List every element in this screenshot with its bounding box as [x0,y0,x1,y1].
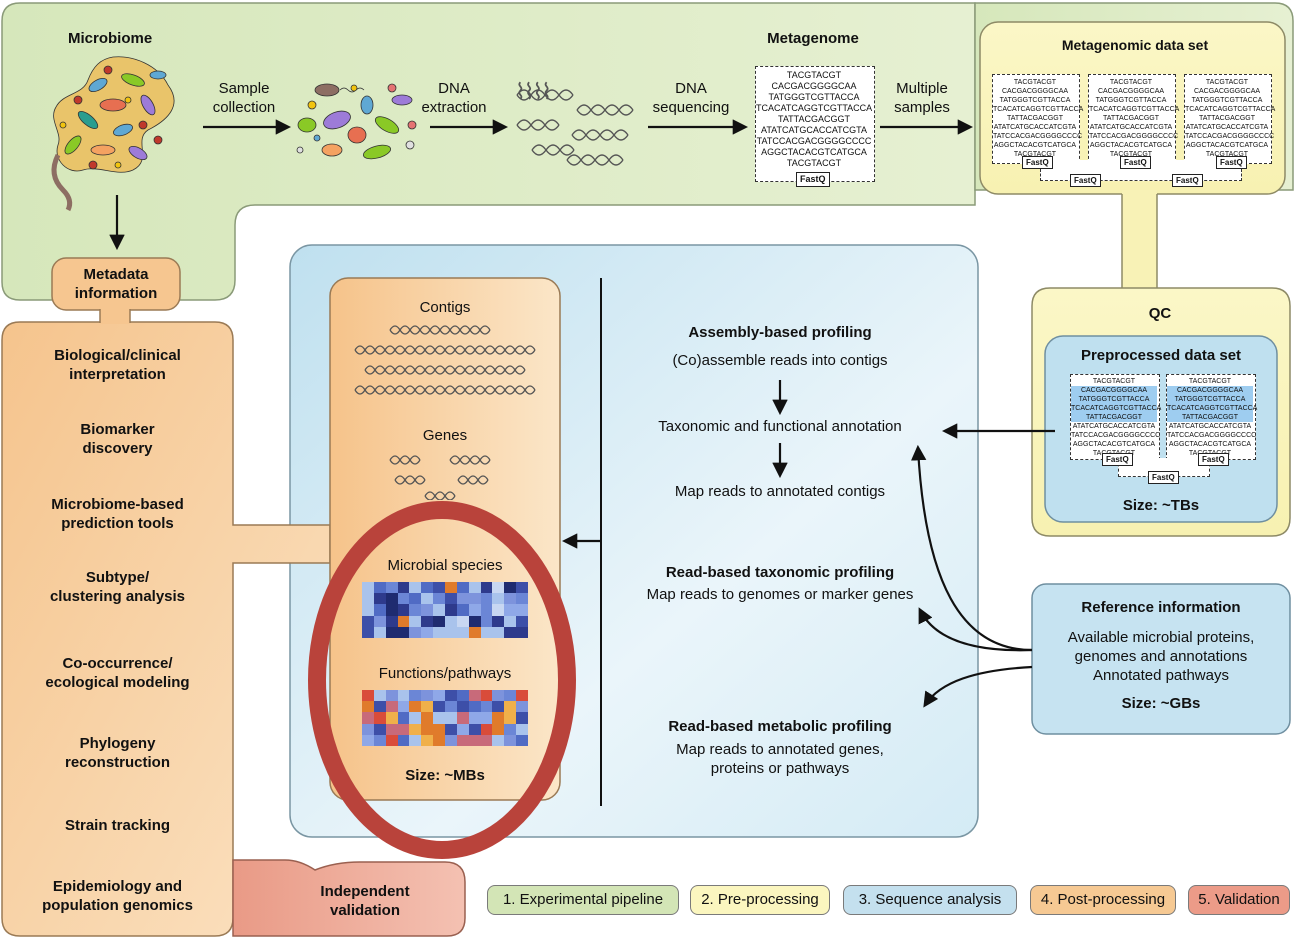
sample-fastq-tag-5: FastQ [1172,174,1203,187]
sample-reads-box-3 [1184,74,1272,164]
reference-information-region [1031,583,1291,735]
taxonomic-title: Read-based taxonomic profiling [665,564,895,581]
species-heatmap [362,582,528,638]
legend-validation: 5. Validation [1188,885,1290,915]
pp-item-subtype: Subtype/clustering analysis [49,569,186,605]
results-size-label: Size: ~MBs [405,767,485,784]
pre-fastq-tag-1: FastQ [1102,453,1133,466]
qc-label: QC [1148,305,1172,322]
reference-line-1: Available microbial proteins, [1067,629,1255,646]
sample-reads-box-1 [992,74,1080,164]
metagenome-reads: TACGTACGT CACGACGGGGCAA TATGGGTCGTTACCA … [756,70,873,168]
postprocessing-region [1,321,331,937]
sample-reads-3: TACGTACGT CACGACGGGGCAA TATGGGTCGTTACCA … [1185,79,1276,158]
assembly-step-2: Taxonomic and functional annotation [658,418,902,435]
highlight-circle [308,501,576,859]
contigs-label: Contigs [419,299,471,316]
sample-fastq-tag-4: FastQ [1070,174,1101,187]
sample-fastq-tag-1: FastQ [1022,156,1053,169]
pre-fastq-tag-3: FastQ [1148,471,1179,484]
dna-helix-group [516,89,634,166]
metagenome-reads-box [755,66,875,182]
assembly-step-3: Map reads to annotated contigs [674,483,886,500]
experimental-pipeline-region [1,2,976,301]
pathways-heatmap [362,690,528,746]
metabolic-title: Read-based metabolic profiling [668,718,892,735]
metagenomic-data-set-label: Metagenomic data set [1061,37,1209,53]
validation-region [232,859,466,937]
metabolic-desc: Map reads to annotated genes,proteins or… [676,741,884,777]
reference-line-3: Annotated pathways [1093,667,1229,684]
pp-item-strain: Strain tracking [64,817,171,834]
bacteria-illustration [296,83,417,160]
pre-fastq-tag-2: FastQ [1198,453,1229,466]
qc-size-label: Size: ~TBs [1122,497,1200,514]
reference-size-label: Size: ~GBs [1121,695,1201,712]
legend-preprocessing: 2. Pre-processing [690,885,830,915]
taxonomic-desc: Map reads to genomes or marker genes [646,586,914,603]
genes-label: Genes [422,427,468,444]
sample-fastq-tag-2: FastQ [1120,156,1151,169]
metagenome-label: Metagenome [767,30,859,47]
legend-experimental: 1. Experimental pipeline [487,885,679,915]
assembly-step-1: (Co)assemble reads into contigs [672,352,888,369]
microbiome-label: Microbiome [68,30,153,47]
pp-item-cooccurrence: Co-occurrence/ecological modeling [45,655,190,691]
legend-postprocessing: 4. Post-processing [1030,885,1176,915]
sample-fastq-tag-3: FastQ [1216,156,1247,169]
sample-reads-2: TACGTACGT CACGACGGGGCAA TATGGGTCGTTACCA … [1089,79,1180,158]
reference-line-2: genomes and annotations [1074,648,1248,665]
microbial-species-label: Microbial species [387,557,503,574]
preprocessed-label: Preprocessed data set [1080,347,1242,364]
sample-reads-1: TACGTACGT CACGACGGGGCAA TATGGGTCGTTACCA … [993,79,1084,158]
microbiome-illustration [51,56,175,212]
assembly-title: Assembly-based profiling [688,324,872,341]
functions-pathways-label: Functions/pathways [378,665,512,682]
results-panel [329,277,561,801]
legend-sequence-analysis: 3. Sequence analysis [843,885,1017,915]
reference-title: Reference information [1081,599,1241,616]
sample-reads-box-2 [1088,74,1176,164]
contigs-genes-helices [354,325,536,500]
metagenome-fastq-tag: FastQ [796,172,830,187]
